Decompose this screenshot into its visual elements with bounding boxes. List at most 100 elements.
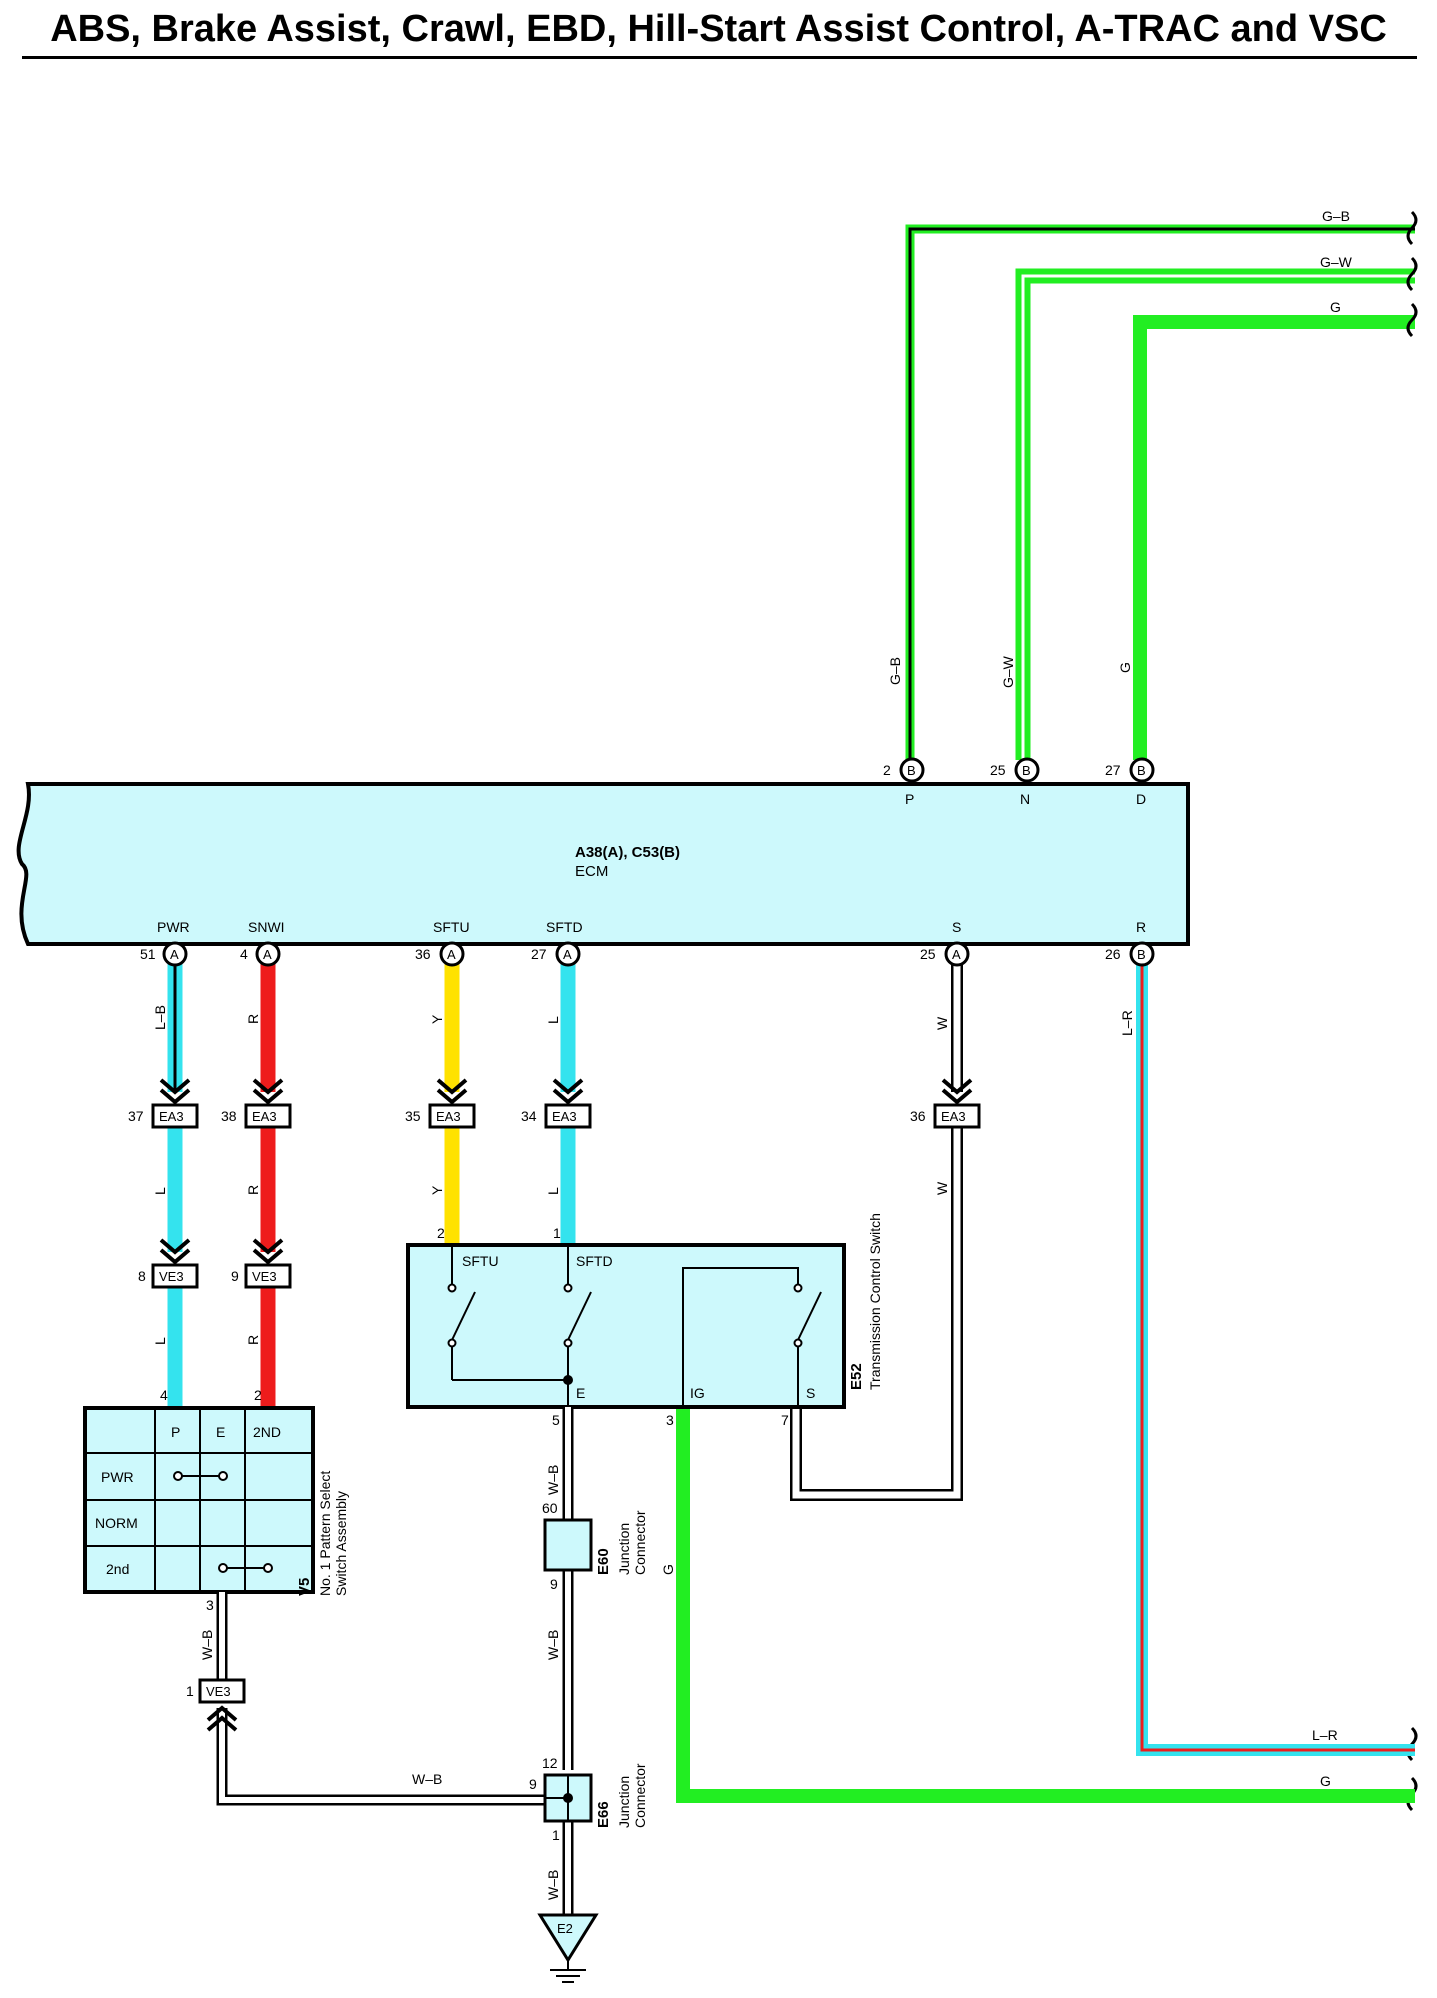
e52-pin-7: 7 [781,1412,789,1428]
svg-text:12: 12 [542,1755,558,1771]
svg-text:EA3: EA3 [552,1109,577,1124]
svg-text:S: S [806,1385,815,1401]
svg-text:2ND: 2ND [253,1424,281,1440]
wire-label-l-3: L [545,1187,561,1195]
v5-name-line1: No. 1 Pattern Select [317,1471,333,1596]
junction-connector-e60: 60 9 E60 Junction Connector [542,1500,648,1592]
svg-text:4: 4 [240,946,248,962]
ecm-top-pin-p: B 2 P [883,757,925,807]
svg-text:NORM: NORM [95,1515,138,1531]
e52-pin-2: 2 [437,1225,445,1241]
wire-label-r-2: R [245,1185,261,1195]
svg-text:36: 36 [910,1108,926,1124]
svg-text:2nd: 2nd [106,1561,129,1577]
junction-connector-e66: 12 9 1 E66 Junction Connector [529,1755,648,1843]
svg-text:E: E [216,1424,225,1440]
wire-label-g-right: G [1330,299,1341,315]
ea3-connector-36: EA3 36 [910,1078,981,1129]
svg-text:E: E [576,1385,585,1401]
wire-label-wb-1: W–B [545,1465,561,1495]
svg-text:36: 36 [415,946,431,962]
wire-lr-stripe [1140,958,1415,1752]
svg-text:34: 34 [521,1108,537,1124]
svg-text:27: 27 [531,946,547,962]
svg-text:A: A [563,947,572,962]
svg-text:37: 37 [128,1108,144,1124]
wire-label-gw-right: G–W [1320,254,1353,270]
pattern-select-switch: P E 2ND PWR NORM 2nd [83,1406,315,1594]
wire-label-g-vert: G [1117,662,1133,673]
wire-g-top [1133,315,1415,760]
wire-label-g-bottom-right: G [1320,1773,1331,1789]
ecm-pin-s: A 25 [920,941,970,967]
wire-wb-v5-outline [216,1592,555,1806]
svg-text:P: P [905,791,914,807]
ecm-term-sftu: SFTU [433,919,470,935]
ecm-term-sftd: SFTD [546,919,583,935]
v5-code: V5 [296,1578,313,1596]
svg-text:1: 1 [186,1683,194,1699]
ecm-top-pin-d: B 27 D [1105,757,1155,807]
svg-text:51: 51 [140,946,156,962]
svg-text:9: 9 [529,1776,537,1792]
wire-label-wb-3: W–B [545,1870,561,1900]
svg-text:27: 27 [1105,762,1121,778]
svg-text:B: B [1022,763,1031,778]
svg-text:Connector: Connector [632,1510,648,1575]
v5-name-line2: Switch Assembly [333,1491,349,1596]
svg-text:PWR: PWR [101,1469,134,1485]
svg-text:Connector: Connector [632,1763,648,1828]
wire-gw-stripe [1021,274,1415,760]
svg-text:25: 25 [990,762,1006,778]
wire-label-g-ig: G [660,1564,676,1575]
svg-text:P: P [171,1424,180,1440]
e52-pin-5: 5 [552,1412,560,1428]
svg-text:9: 9 [550,1576,558,1592]
svg-text:E66: E66 [595,1801,612,1828]
svg-text:EA3: EA3 [941,1109,966,1124]
svg-text:38: 38 [221,1108,237,1124]
svg-text:A: A [447,947,456,962]
e52-pin-1: 1 [553,1225,561,1241]
wire-label-lr: L–R [1119,1010,1135,1036]
wire-wb-v5-core [219,1592,555,1803]
svg-text:B: B [907,763,916,778]
svg-text:A: A [263,947,272,962]
e52-name: Transmission Control Switch [867,1213,883,1390]
transmission-control-switch: SFTU SFTD E IG S [406,1243,846,1409]
svg-text:N: N [1020,791,1030,807]
wire-label-r-3: R [245,1335,261,1345]
wire-label-w-2: W [934,1181,950,1195]
svg-text:B: B [1137,763,1146,778]
ve3-connector-9: VE3 9 [231,1238,292,1289]
wire-g-bottom [676,1408,1415,1803]
svg-text:VE3: VE3 [206,1684,231,1699]
svg-text:Junction: Junction [616,1523,632,1575]
wire-label-l-2: L [152,1187,168,1195]
ve3-connector-8: VE3 8 [138,1238,199,1289]
svg-text:Junction: Junction [616,1776,632,1828]
svg-text:2: 2 [883,762,891,778]
ea3-connector-38: EA3 38 [221,1078,292,1129]
ve3-connector-1: VE3 1 [186,1678,246,1732]
wire-label-wb-2: W–B [545,1630,561,1660]
svg-text:EA3: EA3 [436,1109,461,1124]
wire-label-wb-v5: W–B [199,1630,215,1660]
title-rule [22,56,1417,59]
wire-label-w-1: W [934,1016,950,1030]
wire-gw-green [1015,268,1415,760]
e52-pin-3: 3 [666,1412,674,1428]
svg-text:26: 26 [1105,946,1121,962]
wire-label-r-1: R [245,1014,261,1024]
v5-pin-2: 2 [254,1387,262,1403]
wire-label-l-1: L [545,1016,561,1024]
wire-label-gb-right: G–B [1322,208,1350,224]
svg-text:D: D [1136,791,1146,807]
svg-text:E60: E60 [595,1548,612,1575]
ea3-connector-37: EA3 37 [128,1078,199,1129]
v5-pin-3: 3 [206,1597,214,1613]
ground-e2: E2 [537,1913,599,1983]
wire-label-gb-vert: G–B [887,657,903,685]
svg-text:SFTD: SFTD [576,1253,613,1269]
svg-text:VE3: VE3 [159,1269,184,1284]
